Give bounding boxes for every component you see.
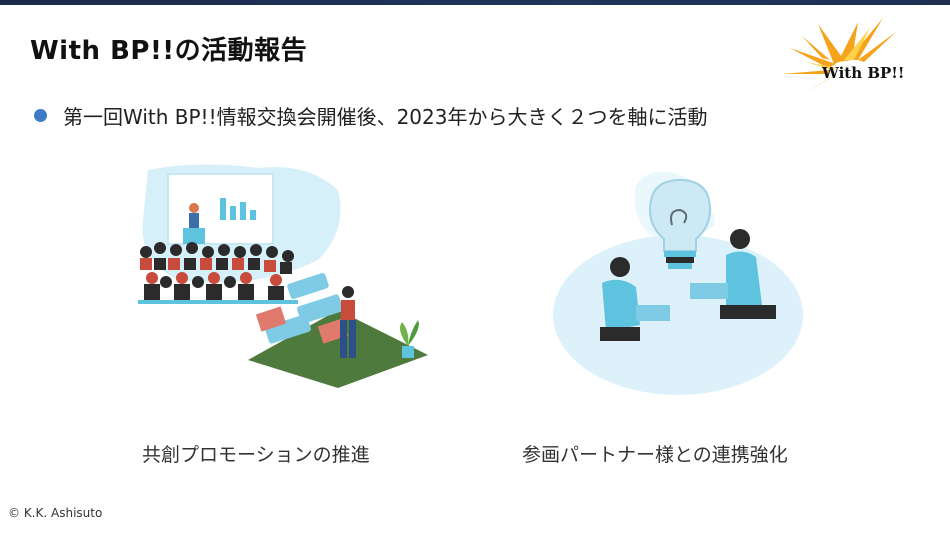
bullet-dot-icon xyxy=(34,109,47,122)
sun-burst-icon xyxy=(782,18,896,96)
with-bp-logo: With BP!! xyxy=(778,14,928,96)
caption-partner-collaboration: 参画パートナー様との連携強化 xyxy=(522,444,788,466)
partner-collaboration-illustration xyxy=(540,165,805,400)
copyright-text: © K.K. Ashisuto xyxy=(8,506,103,520)
slide-title: With BP!!の活動報告 xyxy=(30,36,308,66)
top-accent-bar xyxy=(0,0,950,5)
bullet-item: 第一回With BP!!情報交換会開催後、2023年から大きく２つを軸に活動 xyxy=(34,101,707,130)
logo-text: With BP!! xyxy=(822,64,905,82)
caption-co-creation-promotion: 共創プロモーションの推進 xyxy=(142,444,370,466)
co-creation-promotion-illustration xyxy=(138,160,438,390)
bullet-text: 第一回With BP!!情報交換会開催後、2023年から大きく２つを軸に活動 xyxy=(63,105,708,129)
